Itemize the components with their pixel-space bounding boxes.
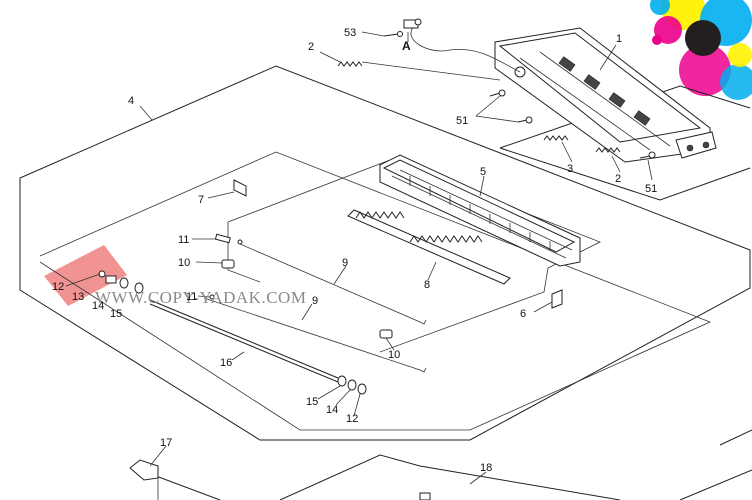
callout-5: 5 xyxy=(480,166,486,178)
highlight-marker xyxy=(44,245,127,306)
callout-A: A xyxy=(402,39,411,53)
callout-53: 53 xyxy=(344,27,356,39)
callout-16: 16 xyxy=(220,357,232,369)
callout-11-a: 11 xyxy=(178,234,189,246)
callout-18: 18 xyxy=(480,462,492,474)
callout-4: 4 xyxy=(128,95,134,107)
cmyk-circles-logo-icon xyxy=(650,0,752,100)
part-5-assembly xyxy=(379,154,581,267)
callout-9-b: 9 xyxy=(312,295,318,307)
callout-11-b: 11 xyxy=(186,291,197,303)
callout-12-right: 12 xyxy=(346,413,358,425)
callout-51-right: 51 xyxy=(645,183,657,195)
callout-3: 3 xyxy=(567,163,573,175)
callout-14-left: 14 xyxy=(92,300,104,312)
frame-4-outline xyxy=(19,65,751,441)
callout-12-left: 12 xyxy=(52,281,64,293)
callout-10-a: 10 xyxy=(178,257,190,269)
callout-8: 8 xyxy=(424,279,430,291)
part-8-toothed-bar xyxy=(347,209,511,285)
callout-15-right: 15 xyxy=(306,396,318,408)
part-1-assembly xyxy=(494,27,717,163)
callout-2-top: 2 xyxy=(308,41,314,53)
callout-17: 17 xyxy=(160,437,172,449)
callout-13: 13 xyxy=(72,291,84,303)
callout-10-b: 10 xyxy=(388,349,400,361)
callout-14-right: 14 xyxy=(326,404,338,416)
spring-2-top xyxy=(337,61,363,67)
callout-51-top: 51 xyxy=(456,115,468,127)
callout-7: 7 xyxy=(198,194,204,206)
callout-15-left: 15 xyxy=(110,308,122,320)
callout-1: 1 xyxy=(616,33,622,45)
callout-9-a: 9 xyxy=(342,257,348,269)
callout-2-right: 2 xyxy=(615,173,621,185)
watermark-text: WWW.COPY-YADAK.COM xyxy=(95,288,306,307)
callout-6: 6 xyxy=(520,308,526,320)
